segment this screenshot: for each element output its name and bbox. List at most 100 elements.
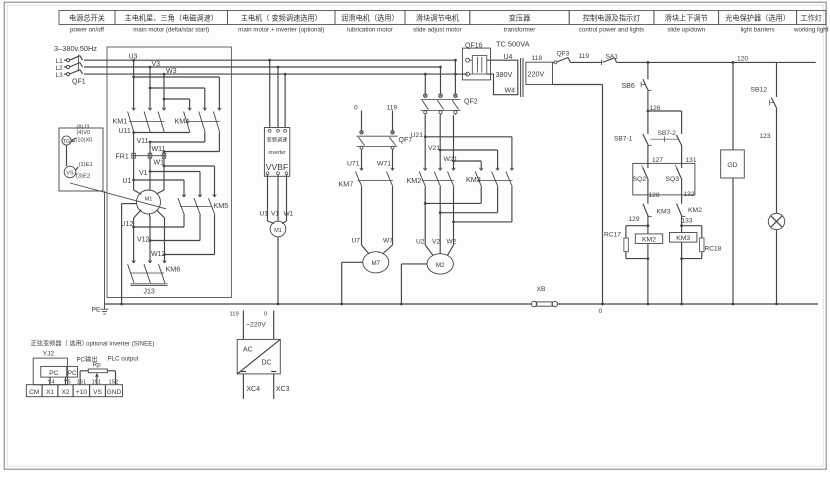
svg-text:119: 119 (387, 105, 398, 112)
svg-text:KM5: KM5 (214, 201, 229, 210)
svg-text:KM2: KM2 (642, 237, 656, 244)
svg-text:CM: CM (29, 389, 39, 396)
svg-text:0: 0 (599, 308, 603, 315)
svg-text:Rp: Rp (93, 362, 102, 369)
svg-text:inverter: inverter (268, 150, 286, 156)
svg-text:主电机星、三角（电磁调速）: 主电机星、三角（电磁调速） (125, 13, 218, 22)
svg-text:W4: W4 (505, 88, 516, 95)
svg-text:J13: J13 (144, 289, 155, 296)
svg-text:127: 127 (652, 157, 663, 164)
svg-text:SA1: SA1 (606, 54, 619, 61)
svg-text:PC: PC (49, 370, 59, 377)
svg-text:SQ3: SQ3 (666, 176, 680, 183)
svg-text:optional inverter (SINEE): optional inverter (SINEE) (86, 340, 154, 347)
svg-text:~220V: ~220V (246, 321, 266, 328)
svg-text:VS: VS (66, 171, 74, 177)
svg-text:U71: U71 (347, 160, 360, 167)
svg-text:TG: TG (63, 139, 71, 145)
svg-text:工作灯: 工作灯 (800, 13, 822, 22)
svg-text:light barriers: light barriers (741, 27, 775, 34)
svg-text:U1: U1 (123, 178, 132, 185)
svg-text:SQ2: SQ2 (633, 176, 647, 183)
svg-text:光电保护器（选用）: 光电保护器（选用） (725, 13, 790, 22)
svg-text:U4: U4 (504, 54, 513, 61)
svg-text:W71: W71 (377, 160, 391, 167)
svg-text:控制电源及指示灯: 控制电源及指示灯 (583, 13, 641, 22)
svg-text:0: 0 (264, 312, 267, 318)
svg-text:power on/off: power on/off (70, 27, 104, 34)
svg-text:SB7-2: SB7-2 (658, 130, 677, 137)
svg-text:main motor (delta/star start): main motor (delta/star start) (133, 27, 209, 34)
svg-text:(3)E2: (3)E2 (76, 174, 90, 180)
svg-text:W1: W1 (154, 160, 165, 167)
svg-text:132: 132 (684, 191, 695, 198)
svg-text:W7: W7 (383, 237, 393, 244)
svg-text:QF3: QF3 (557, 51, 570, 58)
svg-text:119: 119 (230, 312, 239, 318)
svg-text:128: 128 (649, 192, 660, 199)
svg-text:119: 119 (579, 53, 590, 60)
svg-text:M2: M2 (436, 262, 445, 269)
svg-text:transformer: transformer (504, 27, 536, 34)
svg-text:129: 129 (629, 216, 640, 223)
svg-text:YJ2: YJ2 (43, 350, 55, 357)
svg-text:W21: W21 (444, 156, 458, 163)
svg-text:+10: +10 (76, 389, 88, 396)
svg-text:RC18: RC18 (705, 246, 722, 253)
svg-text:电源总开关: 电源总开关 (69, 13, 105, 22)
svg-text:lubrication motor: lubrication motor (347, 27, 393, 34)
svg-text:U21: U21 (411, 132, 424, 139)
svg-text:KM6: KM6 (166, 265, 181, 274)
svg-text:AC: AC (243, 347, 253, 354)
svg-text:V11: V11 (137, 138, 149, 145)
svg-text:QF1: QF1 (72, 79, 86, 86)
svg-text:W1: W1 (284, 211, 294, 218)
svg-text:(8)J3: (8)J3 (77, 124, 90, 130)
svg-text:M1: M1 (274, 228, 282, 234)
svg-text:PE: PE (92, 307, 102, 314)
svg-text:PC: PC (68, 370, 77, 377)
svg-text:380V: 380V (496, 70, 513, 79)
svg-text:KM7: KM7 (339, 180, 354, 189)
svg-text:RC17: RC17 (604, 232, 621, 239)
svg-text:TC 500VA: TC 500VA (496, 40, 530, 49)
svg-text:U12: U12 (121, 221, 134, 228)
svg-text:QF2: QF2 (464, 99, 478, 106)
svg-text:X1: X1 (46, 389, 54, 396)
svg-text:PLC output: PLC output (108, 355, 139, 362)
svg-text:V3: V3 (152, 61, 161, 68)
svg-text:KM3: KM3 (466, 175, 481, 184)
svg-text:U7: U7 (352, 237, 361, 244)
svg-text:变压器: 变压器 (509, 13, 531, 22)
svg-text:U1: U1 (260, 211, 269, 218)
svg-text:W2: W2 (447, 239, 457, 246)
svg-text:V1: V1 (139, 170, 148, 177)
svg-text:X2: X2 (61, 389, 69, 396)
svg-text:VS: VS (93, 389, 102, 396)
svg-text:118: 118 (532, 55, 543, 62)
svg-text:(4)V0: (4)V0 (77, 130, 91, 136)
svg-text:FR1: FR1 (116, 154, 129, 161)
svg-text:GD: GD (727, 162, 737, 169)
svg-text:U11: U11 (119, 128, 131, 135)
svg-text:M7: M7 (371, 260, 380, 267)
svg-text:KM3: KM3 (676, 235, 690, 242)
svg-text:120: 120 (737, 55, 748, 62)
svg-text:正弦变频器（ 选用）: 正弦变频器（ 选用） (31, 339, 88, 347)
svg-text:(10)X0: (10)X0 (76, 138, 93, 144)
svg-text:SB6: SB6 (622, 83, 635, 90)
svg-text:W3: W3 (166, 68, 177, 75)
svg-text:(1)E1: (1)E1 (79, 162, 93, 168)
svg-text:DC: DC (262, 360, 272, 367)
svg-text:U2: U2 (416, 239, 425, 246)
svg-text:main motor + inverter (optiona: main motor + inverter (optional) (238, 27, 324, 34)
svg-text:131: 131 (686, 157, 697, 164)
svg-text:XC4: XC4 (246, 386, 260, 393)
svg-text:润滑电机（选用）: 润滑电机（选用） (341, 13, 399, 22)
svg-text:V2: V2 (432, 239, 440, 246)
svg-text:KM1: KM1 (113, 117, 128, 126)
svg-text:KM2: KM2 (407, 176, 422, 185)
svg-text:V12: V12 (137, 237, 150, 244)
svg-text:变频调速: 变频调速 (267, 136, 288, 144)
svg-text:control power and lights: control power and lights (579, 27, 644, 34)
